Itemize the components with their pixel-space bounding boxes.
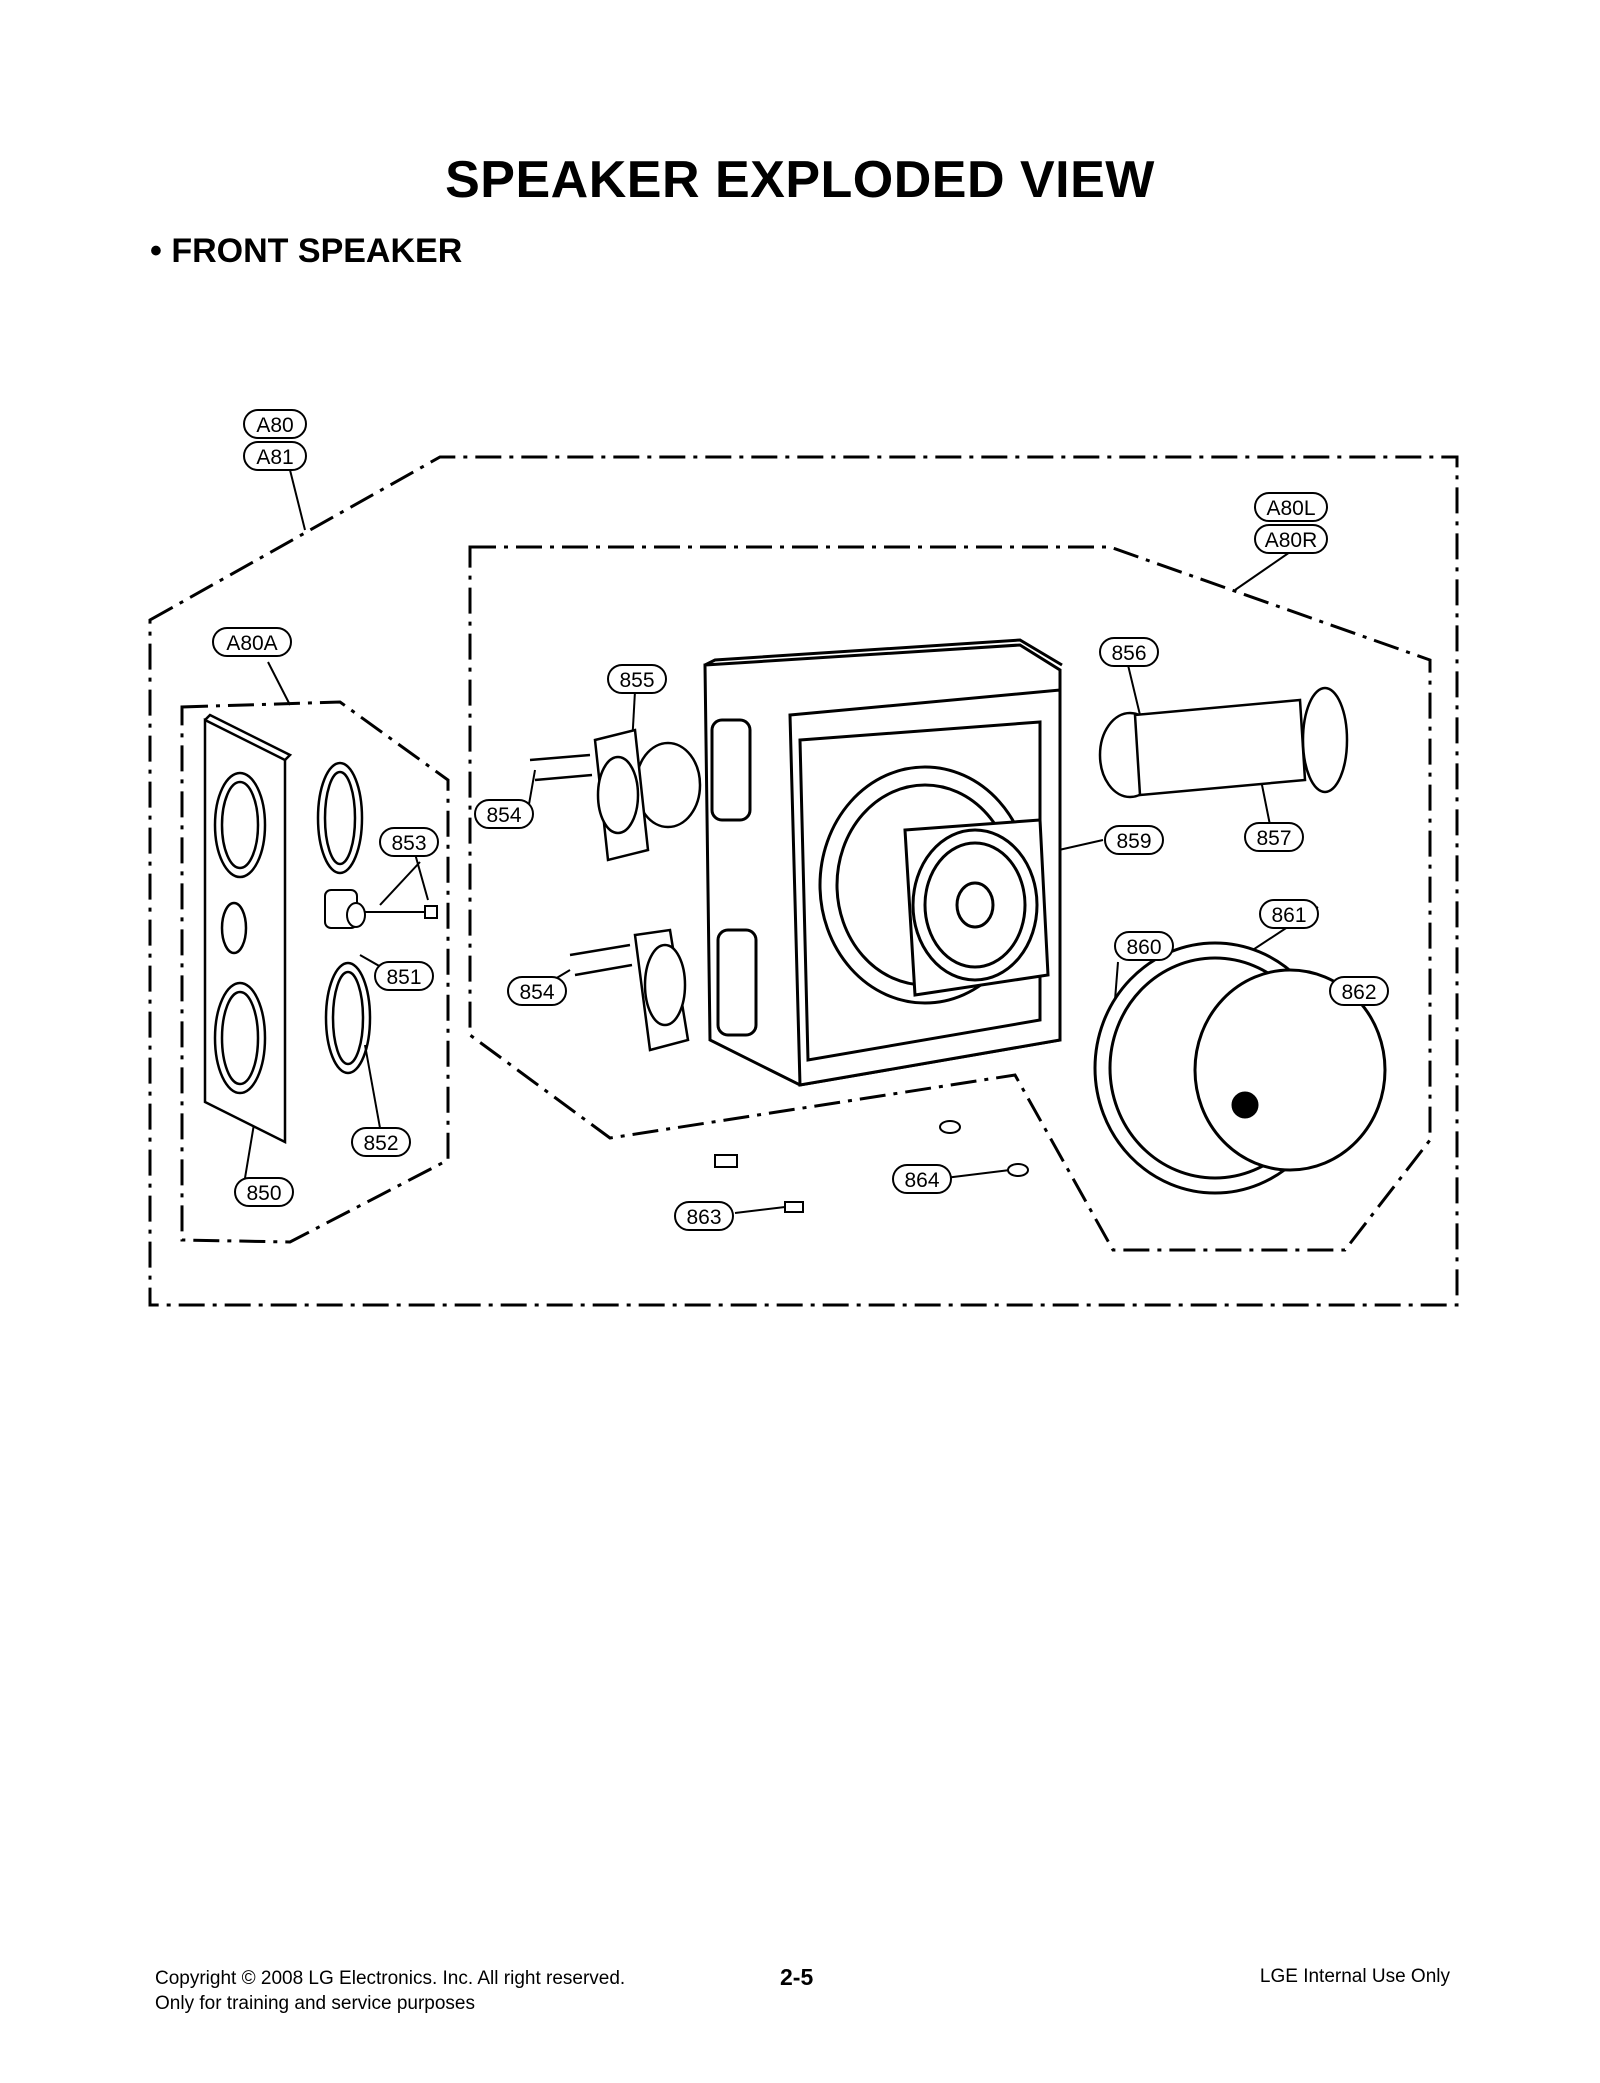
callout-label-a81: A81 [256,446,293,469]
callout-label-a80a: A80A [226,632,277,655]
callout-label-852: 852 [363,1132,398,1155]
callout-864 [892,1164,952,1194]
callout-856 [1099,637,1159,667]
callout-a80 [243,409,307,439]
footer-purpose: Only for training and service purposes [155,1993,475,2014]
callout-label-864: 864 [904,1169,939,1192]
callout-label-851: 851 [386,966,421,989]
footer-copyright: Copyright © 2008 LG Electronics. Inc. Al… [155,1968,626,1989]
page-number: 2-5 [780,1964,814,1990]
trim-rings [316,761,372,1075]
section-title: • FRONT SPEAKER [150,232,463,270]
rear-cover [1093,941,1387,1195]
callout-853 [379,827,439,857]
callout-label-850: 850 [246,1182,281,1205]
callout-862 [1329,976,1389,1006]
callout-850 [234,1177,294,1207]
callout-label-859: 859 [1116,830,1151,853]
terminal-and-screw [324,889,438,929]
callout-label-a80r: A80R [1265,529,1318,552]
callout-label-857: 857 [1256,827,1291,850]
callout-label-854-top: 854 [486,804,521,827]
callout-label-855: 855 [619,669,654,692]
grille-assembly-boundary [180,700,450,1244]
callout-854-bottom [507,976,567,1006]
callout-label-863: 863 [686,1206,721,1229]
cabinet-assembly-boundary [468,545,1432,1252]
callout-855 [607,664,667,694]
footer-internal-notice: LGE Internal Use Only [1259,1966,1450,1987]
tweeter-units [529,728,702,1052]
callout-859 [1104,825,1164,855]
callout-label-862: 862 [1341,981,1376,1004]
callout-a80r [1254,524,1328,554]
callout-label-a80: A80 [256,414,293,437]
front-grille [203,713,293,1145]
woofer [903,818,1050,997]
port-tube [1098,686,1349,799]
callout-label-a80l: A80L [1266,497,1315,520]
callout-854-top [474,799,534,829]
callout-a81 [243,441,307,471]
callout-a80l [1254,492,1328,522]
callout-851 [374,961,434,991]
callout-label-861: 861 [1271,904,1306,927]
outer-assembly-boundary [148,455,1459,1307]
callout-label-854-bottom: 854 [519,981,554,1004]
part-callouts [212,409,1389,1231]
callout-label-853: 853 [391,832,426,855]
callout-860 [1114,931,1174,961]
callout-863 [674,1201,734,1231]
callout-861 [1259,899,1319,929]
footer-left: Copyright © 2008 LG Electronics. Inc. Al… [155,1966,625,2016]
callout-852 [351,1127,411,1157]
callout-label-856: 856 [1111,642,1146,665]
feet-pads [714,1120,1029,1213]
page-title: SPEAKER EXPLODED VIEW [445,151,1155,209]
callout-857 [1244,822,1304,852]
callout-a80a [212,627,292,657]
callout-label-860: 860 [1126,936,1161,959]
